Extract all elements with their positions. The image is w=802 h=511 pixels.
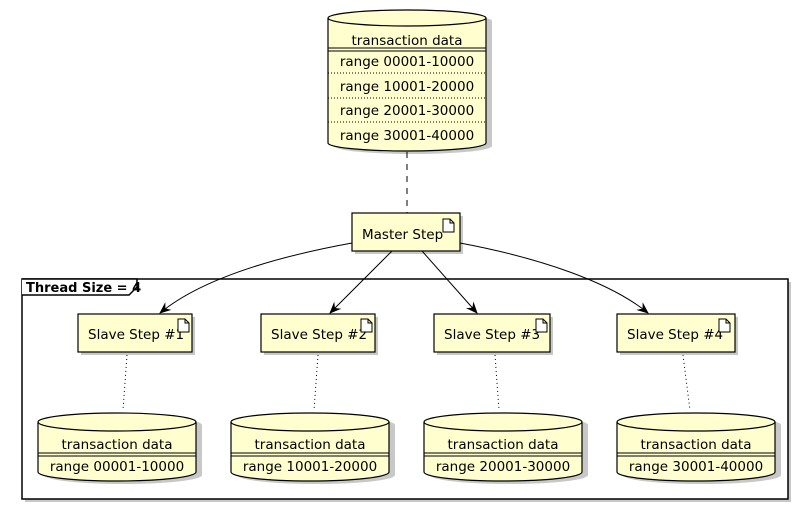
arrow-master-slave-2 [329, 250, 393, 314]
slave-step-node[interactable]: Slave Step #2 [260, 313, 378, 355]
top-database: transaction data range 00001-10000 range… [327, 9, 492, 154]
master-step-label: Master Step [362, 227, 443, 243]
note-icon [718, 318, 731, 333]
slave-db-range: range 20001-30000 [436, 459, 570, 475]
slave-step-node[interactable]: Slave Step #4 [616, 313, 738, 355]
slave-db-title: transaction data [641, 437, 752, 453]
slave-db-range: range 10001-20000 [243, 459, 377, 475]
slave-database: transaction data range 00001-10000 [37, 412, 202, 484]
slave-step-label: Slave Step #2 [271, 327, 367, 343]
note-icon [360, 318, 373, 333]
slave-step-node[interactable]: Slave Step #1 [77, 313, 195, 355]
master-step-node[interactable]: Master Step [351, 212, 463, 254]
arrow-master-slave-3 [421, 250, 478, 314]
slave-db-title: transaction data [448, 437, 559, 453]
slave-step-label: Slave Step #1 [88, 327, 184, 343]
top-db-row: range 00001-10000 [340, 54, 474, 70]
arrow-master-slave-4 [459, 242, 649, 314]
note-icon [442, 218, 455, 233]
slave-db-title: transaction data [62, 437, 173, 453]
top-db-row: range 30001-40000 [340, 128, 474, 144]
top-db-title: transaction data [352, 33, 463, 49]
slave-step-node[interactable]: Slave Step #3 [433, 313, 553, 355]
slave-database: transaction data range 30001-40000 [616, 412, 781, 484]
slave-step-label: Slave Step #3 [444, 327, 540, 343]
slave-db-range: range 30001-40000 [629, 459, 763, 475]
top-db-row: range 20001-30000 [340, 103, 474, 119]
top-db-row: range 10001-20000 [340, 79, 474, 95]
slave-db-range: range 00001-10000 [50, 459, 184, 475]
slave-db-title: transaction data [255, 437, 366, 453]
note-icon [535, 318, 548, 333]
top-db-body [327, 9, 487, 152]
slave-database: transaction data range 10001-20000 [230, 412, 395, 484]
note-icon [177, 318, 190, 333]
arrow-master-slave-1 [159, 242, 353, 314]
slave-step-label: Slave Step #4 [627, 327, 723, 343]
frame-label: Thread Size = 4 [26, 281, 141, 296]
slave-database: transaction data range 20001-30000 [423, 412, 588, 484]
